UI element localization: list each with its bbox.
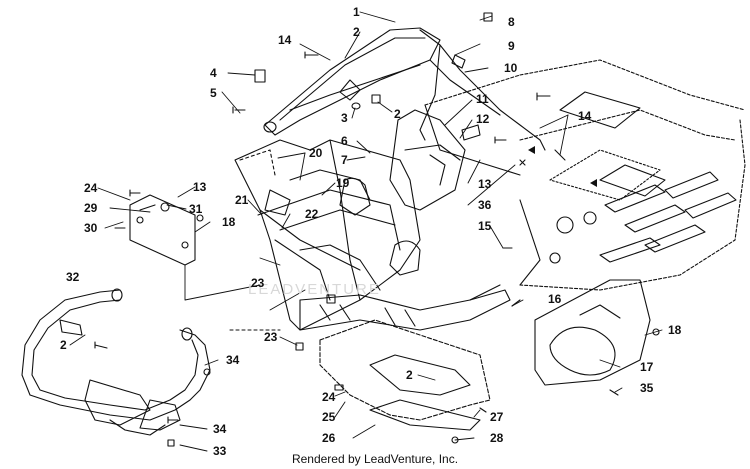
callout-15: 15 — [478, 219, 492, 233]
callout-31: 31 — [189, 202, 203, 216]
hardware-bolts — [94, 12, 660, 447]
callout-6: 6 — [341, 134, 348, 148]
callout-19: 19 — [336, 176, 350, 190]
callout-25: 25 — [322, 410, 336, 424]
side-panel — [129, 194, 196, 266]
callout-27: 27 — [490, 410, 504, 424]
callout-23: 23 — [264, 330, 278, 344]
callout-21: 21 — [235, 193, 249, 207]
callout-14: 14 — [578, 109, 592, 123]
callout-2: 2 — [353, 25, 360, 39]
chaincase-guard — [534, 279, 651, 386]
callout-26: 26 — [322, 431, 336, 445]
belly-pan — [319, 319, 491, 431]
callout-9: 9 — [508, 39, 515, 53]
callout-16: 16 — [548, 292, 562, 306]
front-bumper — [21, 288, 211, 436]
callout-28: 28 — [490, 431, 504, 445]
callout-2: 2 — [406, 368, 413, 382]
callout-20: 20 — [309, 146, 323, 160]
callout-33: 33 — [213, 444, 227, 458]
callout-29: 29 — [84, 201, 98, 215]
callout-5: 5 — [210, 86, 217, 100]
callout-17: 17 — [640, 360, 654, 374]
callout-34: 34 — [213, 422, 227, 436]
callout-36: 36 — [478, 198, 492, 212]
callout-1: 1 — [353, 5, 360, 19]
callout-24: 24 — [322, 390, 336, 404]
callout-8: 8 — [508, 15, 515, 29]
callout-10: 10 — [504, 61, 518, 75]
callout-22: 22 — [305, 207, 319, 221]
callout-2: 2 — [60, 338, 67, 352]
callout-13: 13 — [193, 180, 207, 194]
callout-13: 13 — [478, 177, 492, 191]
bulkhead-frame — [234, 139, 511, 331]
reference-markers — [528, 146, 597, 187]
callout-7: 7 — [341, 153, 348, 167]
leader-lines — [69, 11, 663, 452]
callout-11: 11 — [476, 92, 489, 106]
callout-18: 18 — [668, 323, 682, 337]
callout-14: 14 — [278, 33, 292, 47]
callout-32: 32 — [66, 270, 80, 284]
callout-35: 35 — [640, 381, 654, 395]
tunnel-ribs — [599, 171, 737, 263]
callout-3: 3 — [341, 111, 348, 125]
callout-18: 18 — [222, 215, 236, 229]
render-credit: Rendered by LeadVenture, Inc. — [291, 452, 459, 466]
callout-30: 30 — [84, 221, 98, 235]
dashed-outlines — [229, 149, 281, 331]
callout-23: 23 — [251, 276, 265, 290]
watermark: LEADVENTURE — [248, 281, 381, 298]
callout-2: 2 — [394, 107, 401, 121]
callout-4: 4 — [210, 66, 217, 80]
tunnel-outline — [424, 59, 746, 291]
callout-12: 12 — [476, 112, 490, 126]
callout-34: 34 — [226, 353, 240, 367]
callout-24: 24 — [84, 181, 98, 195]
